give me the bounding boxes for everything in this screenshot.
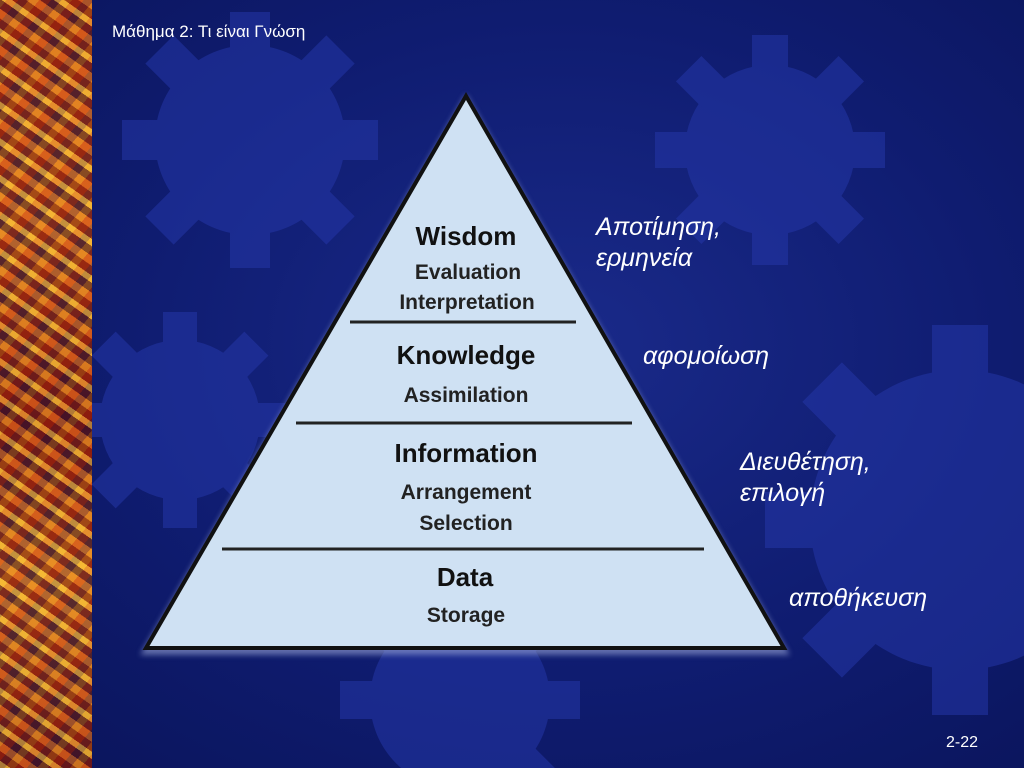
pyramid-level-wisdom: Wisdom Evaluation Interpretation bbox=[399, 221, 534, 314]
label-line: επιλογή bbox=[740, 479, 826, 507]
level-subtitle: Storage bbox=[427, 604, 505, 627]
label-storage: αποθήκευση bbox=[789, 583, 927, 614]
page-number: 2-22 bbox=[945, 734, 978, 751]
level-title: Information bbox=[395, 438, 538, 468]
level-title: Knowledge bbox=[397, 340, 536, 370]
label-line: Διευθέτηση, bbox=[740, 448, 871, 476]
gear-icon bbox=[122, 12, 378, 268]
pyramid-level-data: Data Storage bbox=[427, 562, 505, 627]
level-subtitle: Arrangement bbox=[401, 481, 532, 504]
label-assimilation: αφομοίωση bbox=[643, 341, 769, 372]
label-line: Αποτίμηση, bbox=[596, 213, 721, 241]
pyramid-outline bbox=[142, 92, 788, 650]
pyramid-body bbox=[146, 96, 784, 648]
pyramid-level-information: Information Arrangement Selection bbox=[395, 438, 538, 535]
label-line: αποθήκευση bbox=[789, 584, 928, 612]
level-title: Wisdom bbox=[416, 221, 517, 251]
decorative-side-strip bbox=[0, 0, 92, 768]
level-subtitle: Selection bbox=[419, 512, 512, 535]
label-arrangement-selection: Διευθέτηση, επιλογή bbox=[740, 447, 871, 509]
gear-icon bbox=[655, 35, 885, 265]
label-line: ερμηνεία bbox=[596, 244, 693, 272]
level-subtitle: Evaluation bbox=[415, 261, 521, 284]
level-title: Data bbox=[437, 562, 494, 592]
level-subtitle: Assimilation bbox=[404, 384, 529, 407]
label-line: αφομοίωση bbox=[643, 342, 770, 370]
gear-icon bbox=[72, 312, 288, 528]
level-subtitle: Interpretation bbox=[399, 291, 534, 314]
gear-icon bbox=[765, 325, 1024, 715]
label-evaluation-interpretation: Αποτίμηση, ερμηνεία bbox=[596, 212, 721, 274]
pyramid-level-knowledge: Knowledge Assimilation bbox=[397, 340, 536, 407]
slide-title: Μάθημα 2: Τι είναι Γνώση bbox=[112, 22, 306, 41]
